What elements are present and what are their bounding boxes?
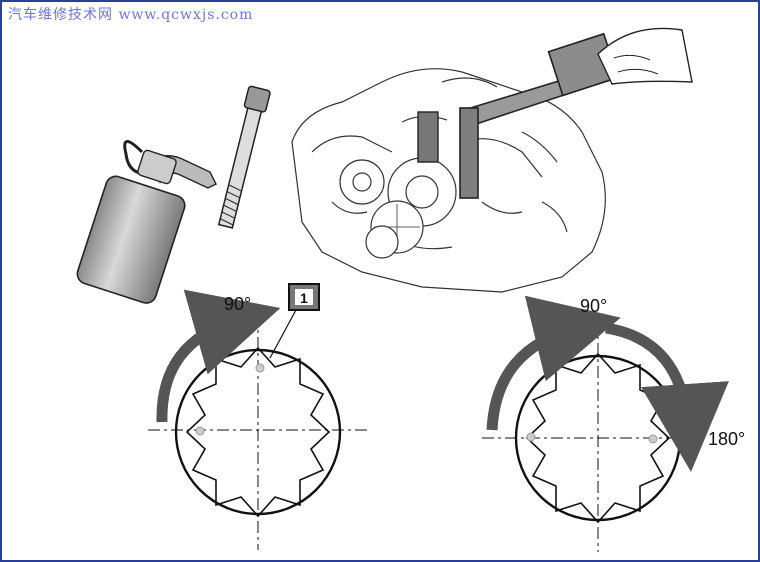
oil-can-illustration <box>76 140 217 304</box>
site-watermark: 汽车维修技术网 www.qcwxjs.com <box>8 7 254 23</box>
right-top-angle-label: 90° <box>580 296 607 316</box>
left-12-point-socket <box>185 346 331 518</box>
right-rotation-arrow-2 <box>605 322 729 472</box>
bolt-illustration <box>217 85 271 229</box>
right-side-angle-label: 180° <box>708 429 745 449</box>
tightening-tool <box>417 27 693 199</box>
right-rotation-arrow-1 <box>486 295 621 431</box>
left-rotation-arrow <box>156 289 281 423</box>
callout-number: 1 <box>300 290 308 306</box>
left-angle-label: 90° <box>224 294 251 314</box>
right-rotation-diagram: 90° 180° <box>482 295 745 552</box>
engine-with-tightening-tool <box>291 68 606 293</box>
left-rotation-diagram: 90° 1 <box>148 283 368 550</box>
